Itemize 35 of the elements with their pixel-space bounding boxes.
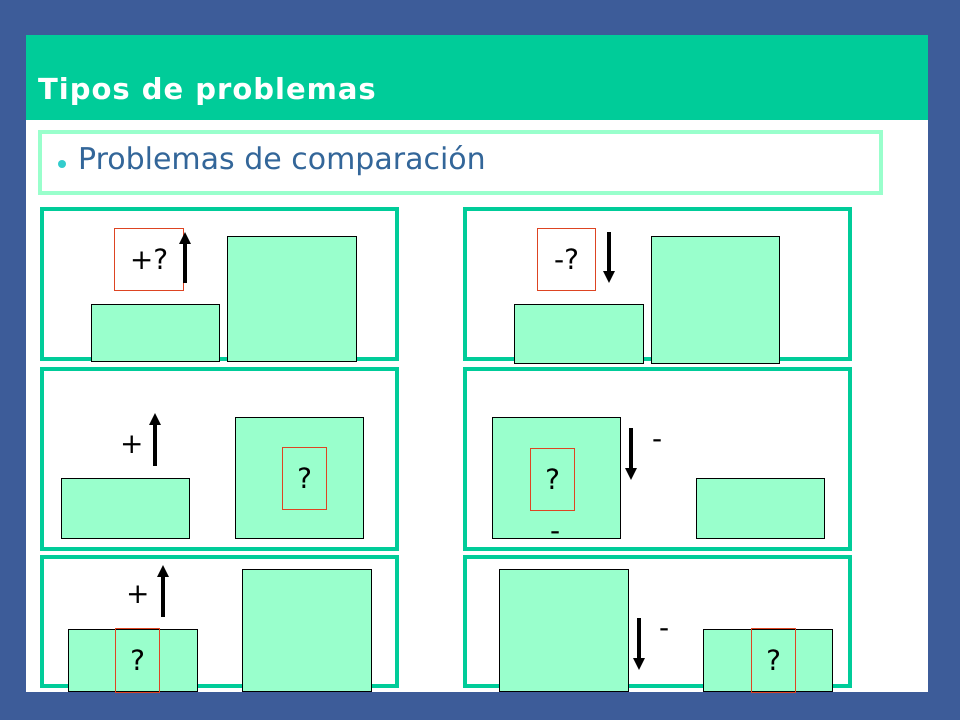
bar (227, 236, 357, 362)
panel-frame (463, 367, 852, 551)
bar (651, 236, 780, 364)
bar (514, 304, 644, 364)
bar (492, 417, 621, 539)
sign-label: - (659, 614, 670, 642)
bar (91, 304, 220, 362)
unknown-box (282, 447, 327, 510)
unknown-box (530, 448, 575, 511)
sign-label: - (550, 517, 560, 545)
bar (696, 478, 825, 539)
question-mark: ? (297, 462, 312, 495)
panel-frame (463, 207, 852, 361)
bar (499, 569, 629, 692)
subtitle-text: Problemas de comparación (78, 142, 486, 177)
unknown-box (115, 628, 160, 693)
unknown-box (751, 628, 796, 693)
bar (235, 417, 364, 539)
unknown-box (537, 228, 596, 291)
subtitle-box (38, 130, 883, 195)
question-mark: ? (766, 644, 781, 677)
question-mark: -? (554, 243, 579, 276)
sign-label: + (126, 580, 150, 608)
question-mark: ? (130, 644, 145, 677)
sign-label: + (120, 430, 144, 458)
bar (703, 629, 833, 692)
question-mark: +? (130, 243, 168, 276)
panel-frame (40, 367, 399, 551)
sign-label: - (652, 425, 662, 453)
question-mark: ? (545, 463, 560, 496)
bar (242, 569, 372, 692)
bar (68, 629, 198, 692)
slide-title: Tipos de problemas (38, 72, 377, 106)
panel-frame (40, 207, 399, 361)
bar (61, 478, 190, 539)
